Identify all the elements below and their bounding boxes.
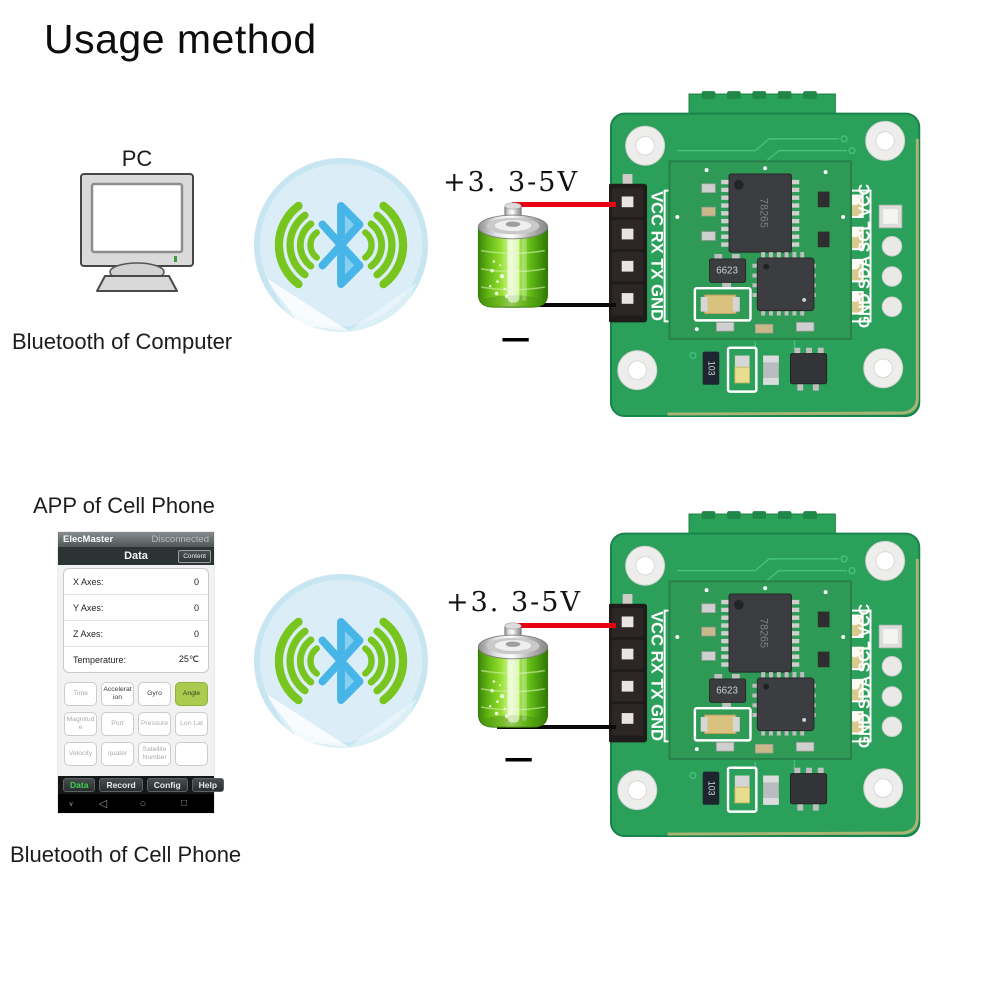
data-row-y: Y Axes: 0 (64, 595, 208, 621)
bluetooth-beacon-top (253, 157, 429, 333)
positive-wire-top (512, 202, 616, 207)
android-nav-bar: ∨ ◁ ○ □ (58, 794, 214, 813)
minus-sign-bottom: − (501, 734, 537, 783)
caption-bluetooth-of-computer: Bluetooth of Computer (12, 329, 233, 354)
button-magnitude[interactable]: Magnitude (64, 712, 97, 736)
sensor-module-top (609, 90, 931, 422)
data-card: X Axes: 0 Y Axes: 0 Z Axes: 0 Temperatur… (63, 568, 209, 673)
negative-wire-bottom (497, 725, 616, 729)
minus-sign-top: − (498, 314, 534, 363)
battery-bottom (472, 617, 554, 737)
row-label: Z Axes: (73, 628, 104, 639)
button-pressure[interactable]: Pressure (138, 712, 171, 736)
button-angle[interactable]: Angle (175, 682, 208, 706)
content-button[interactable]: Content (178, 550, 211, 563)
battery-top (472, 197, 554, 317)
phone-app-screenshot: ElecMaster Disconnected Data Content X A… (58, 532, 225, 813)
data-row-z: Z Axes: 0 (64, 621, 208, 647)
bottom-tab-bar: Data Record Config Help (58, 776, 225, 794)
back-icon[interactable]: ◁ (98, 798, 108, 810)
button-time[interactable]: Time (64, 682, 97, 706)
button-port[interactable]: Port (101, 712, 134, 736)
chevron-down-icon[interactable]: ∨ (68, 800, 74, 808)
page-title: Usage method (44, 16, 317, 62)
caption-app-of-cell-phone: APP of Cell Phone (33, 493, 215, 518)
app-nav-bar: Data Content (58, 547, 214, 565)
row-label: Y Axes: (73, 602, 104, 613)
button-empty[interactable] (175, 742, 208, 766)
button-lon-lat[interactable]: Lon Lat (175, 712, 208, 736)
tab-config[interactable]: Config (146, 778, 188, 792)
tab-record[interactable]: Record (99, 778, 143, 792)
pc-label: PC (121, 146, 153, 171)
negative-wire-top (496, 303, 616, 307)
nav-title: Data (124, 550, 148, 562)
caption-bluetooth-of-cell-phone: Bluetooth of Cell Phone (10, 842, 242, 867)
row-value: 0 (193, 602, 199, 613)
row-value: 0 (193, 576, 199, 587)
pc-monitor-icon (77, 172, 197, 297)
row-value: 25℃ (178, 654, 199, 664)
row-value: 0 (193, 628, 199, 639)
row-label: X Axes: (73, 576, 104, 587)
button-satellite-number[interactable]: Satellite Number (138, 742, 171, 766)
row-label: Temperature: (73, 654, 127, 665)
data-row-temperature: Temperature: 25℃ (64, 647, 208, 672)
tab-data[interactable]: Data (63, 778, 96, 792)
voltage-label-bottom: +3. 3-5V (446, 587, 582, 618)
data-row-x: X Axes: 0 (64, 569, 208, 595)
button-gyro[interactable]: Gyro (138, 682, 171, 706)
button-velocity[interactable]: Velocity (64, 742, 97, 766)
app-name: ElecMaster (63, 534, 114, 545)
sensor-module-bottom (609, 510, 931, 842)
button-quater[interactable]: quater (101, 742, 134, 766)
tab-help[interactable]: Help (191, 778, 225, 792)
home-icon[interactable]: ○ (139, 797, 147, 810)
bluetooth-beacon-bottom (253, 573, 429, 749)
voltage-label-top: +3. 3-5V (443, 167, 579, 198)
positive-wire-bottom (512, 623, 616, 628)
recents-icon[interactable]: □ (180, 798, 188, 809)
feature-button-grid: Time Acceleration Gyro Angle Magnitude P… (64, 682, 208, 766)
button-acceleration[interactable]: Acceleration (101, 682, 134, 706)
app-title-bar: ElecMaster Disconnected (58, 532, 214, 547)
connection-status: Disconnected (151, 534, 209, 545)
